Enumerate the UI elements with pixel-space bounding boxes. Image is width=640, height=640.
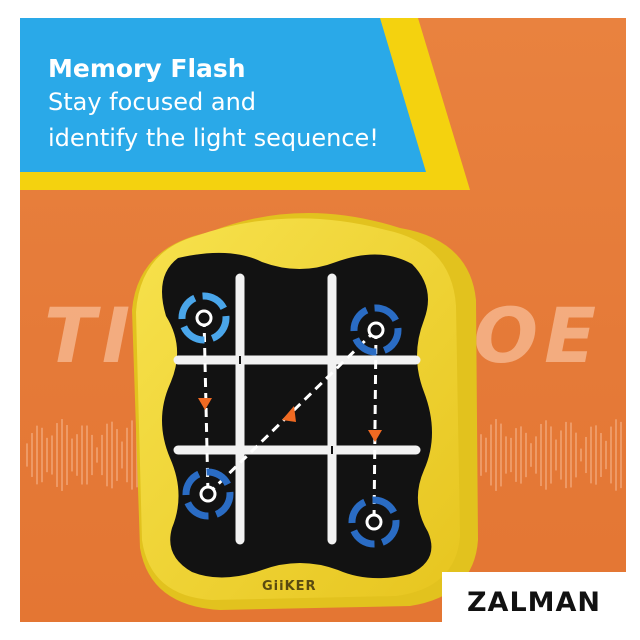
- wave-bar: [530, 443, 532, 467]
- wave-bar: [61, 419, 63, 491]
- wave-bar: [71, 438, 73, 472]
- wave-bar: [490, 424, 492, 486]
- wave-bar: [81, 425, 83, 485]
- wave-bar: [605, 440, 607, 470]
- wave-bar: [555, 439, 557, 471]
- wave-bar: [106, 423, 108, 487]
- blue-ring-icon: [348, 496, 400, 548]
- blue-ring-icon: [182, 468, 234, 520]
- background-word-right: OE: [473, 290, 602, 380]
- wave-bar: [121, 441, 123, 469]
- wave-bar: [560, 430, 562, 480]
- watermark-brand: ZALMAN: [466, 586, 602, 618]
- wave-bar: [610, 426, 612, 484]
- wave-bar: [41, 427, 43, 483]
- arrow-icon: [198, 398, 212, 410]
- wave-bar: [66, 425, 68, 485]
- wave-bar: [480, 434, 482, 476]
- wave-bar: [111, 421, 113, 489]
- wave-bar: [585, 436, 587, 474]
- watermark-box: ZALMAN: [442, 572, 626, 632]
- blue-ring-icon: [350, 304, 402, 356]
- wave-bar: [620, 421, 622, 489]
- wave-bar: [26, 443, 28, 467]
- wave-bar: [56, 423, 58, 487]
- wave-bar: [570, 422, 572, 488]
- wave-bar: [500, 423, 502, 487]
- wave-bar: [86, 425, 88, 485]
- arrow-icon: [282, 406, 296, 422]
- wave-bar: [131, 420, 133, 490]
- wave-bar: [101, 434, 103, 476]
- wave-bar: [510, 437, 512, 473]
- wave-bar: [595, 425, 597, 485]
- wave-bar: [520, 426, 522, 484]
- banner-title: Memory Flash: [48, 54, 246, 83]
- wave-bar: [36, 425, 38, 485]
- banner-subtitle-line1: Stay focused and: [48, 88, 257, 116]
- sequence-path: [202, 317, 378, 523]
- wave-bar: [46, 437, 48, 473]
- wave-bar: [515, 428, 517, 482]
- wave-bar: [600, 433, 602, 477]
- wave-bar: [116, 429, 118, 481]
- arrow-icon: [368, 430, 382, 442]
- grid-lines: [173, 273, 421, 545]
- wave-bar: [550, 426, 552, 484]
- wave-bar: [545, 420, 547, 490]
- wave-bar: [540, 423, 542, 487]
- wave-bar: [51, 435, 53, 475]
- wave-bar: [575, 432, 577, 478]
- wave-bar: [31, 433, 33, 477]
- wave-bar: [126, 427, 128, 483]
- wave-bar: [525, 432, 527, 478]
- wave-bar: [535, 436, 537, 474]
- wave-bar: [485, 437, 487, 473]
- wave-bar: [505, 436, 507, 474]
- wave-bar: [91, 434, 93, 476]
- wave-bar: [615, 419, 617, 491]
- wave-bar: [580, 448, 582, 462]
- wave-bar: [96, 447, 98, 463]
- device-brand: GiiKER: [262, 579, 317, 594]
- wave-bar: [495, 419, 497, 491]
- blue-ring-icon: [178, 292, 230, 344]
- banner-subtitle-line2: identify the light sequence!: [48, 124, 379, 152]
- wave-bar: [76, 434, 78, 476]
- wave-bar: [565, 421, 567, 489]
- wave-bar: [590, 426, 592, 484]
